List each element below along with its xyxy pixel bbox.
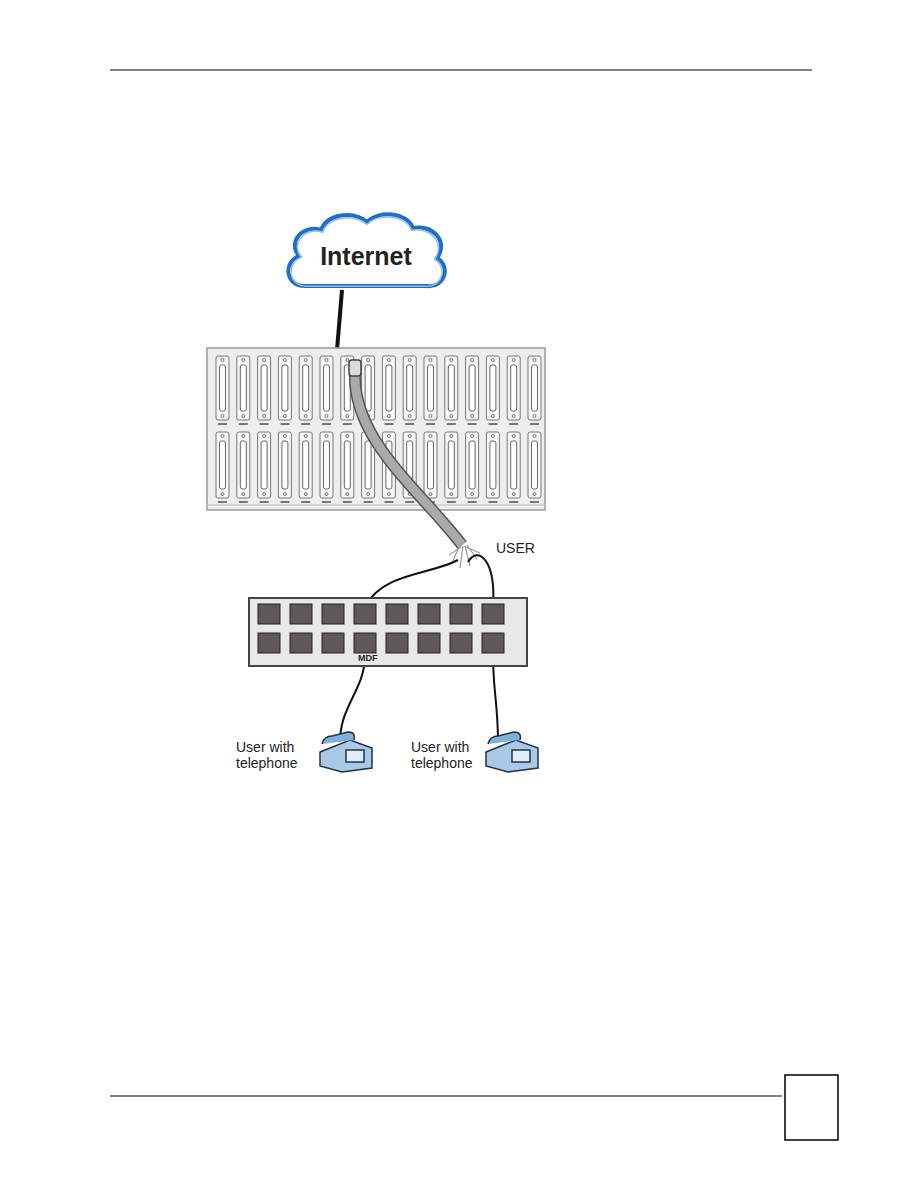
mdf-panel: MDF (248, 597, 528, 667)
panel-label: MDF (358, 653, 378, 663)
cable (355, 372, 462, 545)
dslam-chassis (207, 348, 545, 510)
cable-label: USER (496, 540, 556, 556)
wire (493, 655, 498, 742)
cable-fan (449, 545, 480, 568)
cable-plug (349, 360, 361, 376)
footer-rule (110, 1096, 782, 1097)
header-rule (110, 70, 812, 71)
cable-outline (355, 372, 462, 545)
page-number-box (785, 1075, 838, 1140)
chassis-edge (207, 505, 545, 506)
telephone-icon (486, 732, 538, 772)
user-label: User with telephone (236, 739, 314, 771)
wire (340, 655, 365, 742)
mdf-ports (250, 599, 526, 665)
user-label: User with telephone (411, 739, 489, 771)
telephone-icon (320, 732, 372, 772)
internet-cloud: Internet (281, 208, 451, 294)
uplink-line (337, 290, 342, 350)
chassis-connectors (216, 356, 541, 503)
cloud-label: Internet (320, 242, 412, 271)
